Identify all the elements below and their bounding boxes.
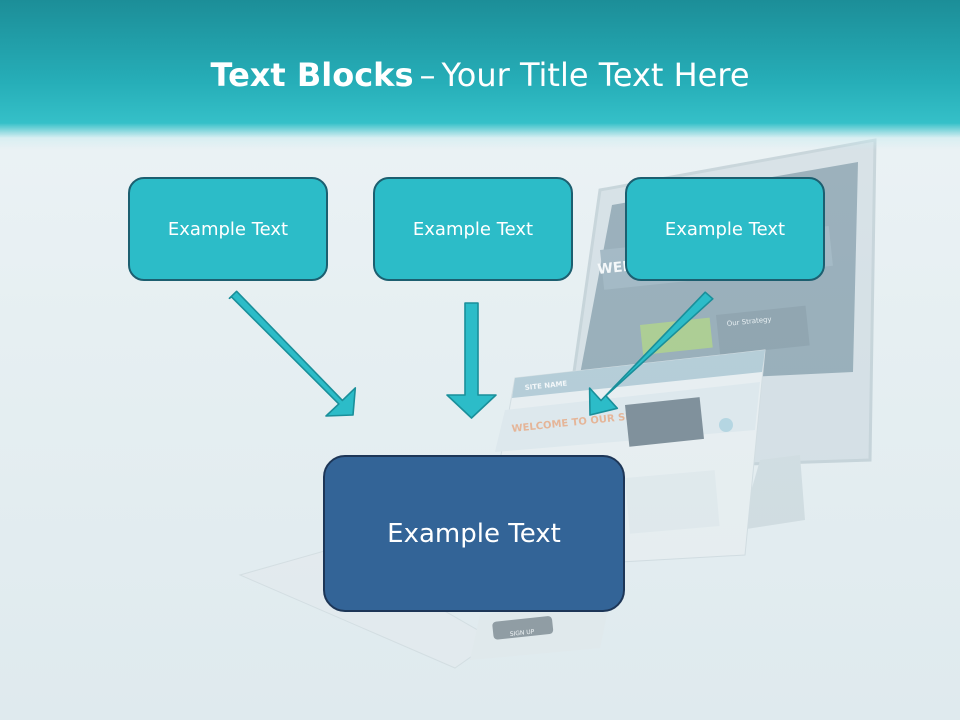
slide-title: Text Blocks–Your Title Text Here — [0, 56, 960, 94]
title-bold: Text Blocks — [210, 56, 414, 94]
text-block-3-label: Example Text — [664, 218, 786, 240]
arrow-center — [446, 302, 497, 419]
text-block-2-label: Example Text — [412, 218, 534, 240]
text-block-2: Example Text — [373, 177, 573, 281]
main-text-block-label: Example Text — [387, 518, 561, 549]
title-dash: – — [419, 56, 436, 94]
text-block-1-label: Example Text — [167, 218, 289, 240]
title-rest: Your Title Text Here — [441, 56, 750, 94]
header-band — [0, 0, 960, 150]
arrow-left — [228, 290, 357, 417]
main-text-block: Example Text — [323, 455, 625, 612]
text-block-3: Example Text — [625, 177, 825, 281]
mockup-signup: SIGN UP — [509, 628, 535, 638]
arrow-right — [588, 291, 714, 416]
text-block-1: Example Text — [128, 177, 328, 281]
